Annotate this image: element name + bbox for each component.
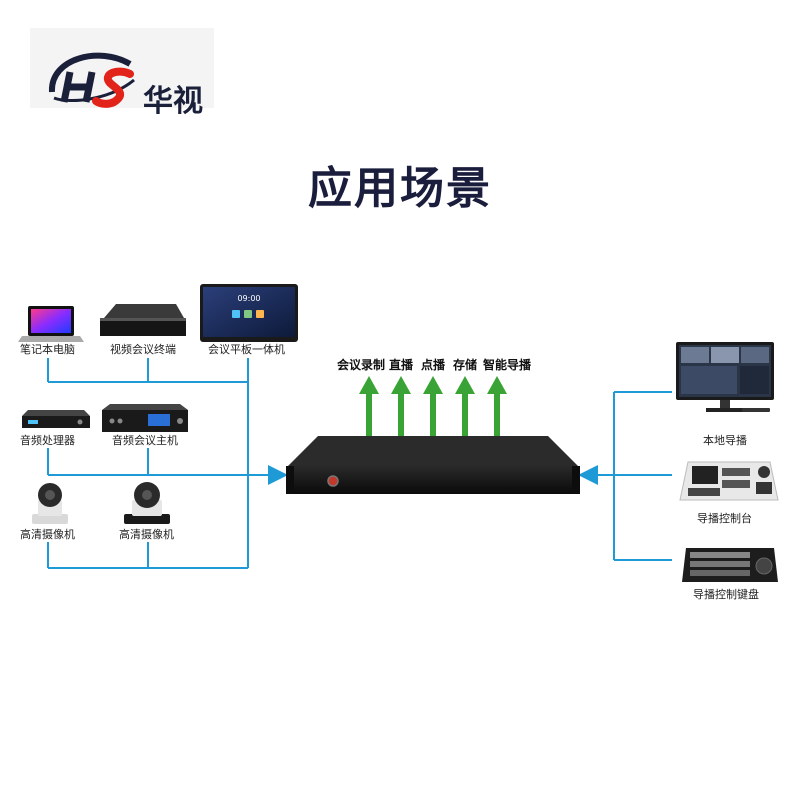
device-label-camera-2: 高清摄像机 xyxy=(119,526,174,542)
smart-panel-icon: 09:00 xyxy=(200,284,298,342)
power-button-icon xyxy=(328,476,338,486)
control-keyboard-icon xyxy=(682,548,778,582)
device-label-audio-host: 音频会议主机 xyxy=(112,432,178,448)
ptz-camera-icon xyxy=(124,482,170,524)
monitor-icon xyxy=(676,342,774,412)
output-label-vod: 点播 xyxy=(421,356,445,373)
device-label-control-console: 导播控制台 xyxy=(697,510,752,526)
output-arrows xyxy=(359,376,507,436)
ptz-camera-icon xyxy=(32,483,68,524)
arrow-up-icon xyxy=(455,376,475,436)
right-connectors xyxy=(584,392,672,560)
laptop-icon xyxy=(18,306,84,342)
output-label-recording: 会议录制 xyxy=(337,356,385,373)
central-recorder xyxy=(286,436,580,494)
device-label-laptop: 笔记本电脑 xyxy=(20,341,75,357)
audio-host-icon xyxy=(102,404,188,432)
arrow-up-icon xyxy=(391,376,411,436)
audio-processor-icon xyxy=(22,410,90,428)
output-label-live: 直播 xyxy=(389,356,413,373)
output-label-smart-directing: 智能导播 xyxy=(483,356,531,373)
output-label-storage: 存储 xyxy=(453,356,477,373)
device-label-smart-panel: 会议平板一体机 xyxy=(208,341,285,357)
device-label-audio-processor: 音频处理器 xyxy=(20,432,75,448)
arrow-up-icon xyxy=(423,376,443,436)
panel-clock: 09:00 xyxy=(237,294,260,303)
video-terminal-icon xyxy=(100,304,186,336)
arrow-up-icon xyxy=(359,376,379,436)
device-label-local-directing: 本地导播 xyxy=(703,432,747,448)
arrow-up-icon xyxy=(487,376,507,436)
device-label-video-terminal: 视频会议终端 xyxy=(110,341,176,357)
device-label-control-keyboard: 导播控制键盘 xyxy=(693,586,759,602)
control-console-icon xyxy=(680,462,778,500)
device-label-camera-1: 高清摄像机 xyxy=(20,526,75,542)
